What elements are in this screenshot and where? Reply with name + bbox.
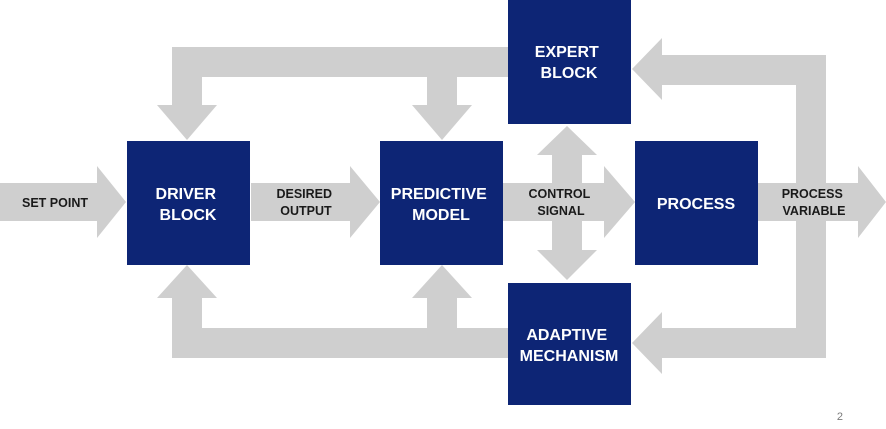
bottom-to-predictive-arrowhead xyxy=(412,265,472,298)
predictive-model-block: PREDICTIVE MODEL xyxy=(380,141,503,265)
adaptive-mechanism-block: ADAPTIVE MECHANISM xyxy=(508,283,631,405)
svg-text:DRIVER BLOCK: DRIVER BLOCK xyxy=(156,186,221,224)
top-to-predictive-stem xyxy=(427,70,457,107)
control-signal-label: CONTROL SIGNAL xyxy=(528,187,593,218)
page-number: 2 xyxy=(837,411,843,423)
desired-output-label: DESIRED OUTPUT xyxy=(276,187,335,218)
top-to-driver-stem xyxy=(172,47,202,107)
driver-block: DRIVER BLOCK xyxy=(127,141,250,265)
process-variable-label: PROCESS VARIABLE xyxy=(782,187,847,218)
top-to-driver-arrowhead xyxy=(157,105,217,140)
bottom-to-predictive-stem xyxy=(427,296,457,336)
expert-block: EXPERT BLOCK xyxy=(508,0,631,124)
set-point-arrow xyxy=(0,166,126,238)
svg-text:PREDICTIVE MODEL: PREDICTIVE MODEL xyxy=(391,186,491,224)
expert-adaptive-down-head xyxy=(537,250,597,280)
svg-text:EXPERT BLOCK: EXPERT BLOCK xyxy=(535,44,603,82)
top-feedback-bar xyxy=(172,47,510,77)
expert-adaptive-up-head xyxy=(537,126,597,155)
right-feedback-vertical xyxy=(796,55,826,358)
to-expert-arrowhead xyxy=(632,38,662,100)
expert-adaptive-shaft xyxy=(552,152,582,262)
svg-text:ADAPTIVE MECHANISM: ADAPTIVE MECHANISM xyxy=(520,327,619,365)
desired-output-arrow xyxy=(251,166,380,238)
process-block: PROCESS xyxy=(635,141,758,265)
right-feedback-bottom xyxy=(660,328,826,358)
right-feedback-top xyxy=(660,55,826,85)
to-adaptive-arrowhead xyxy=(632,312,662,374)
bottom-to-driver-stem xyxy=(172,296,202,358)
bottom-feedback-bar xyxy=(172,328,510,358)
set-point-label: SET POINT xyxy=(22,196,88,210)
svg-text:PROCESS: PROCESS xyxy=(657,196,736,213)
top-to-predictive-arrowhead xyxy=(412,105,472,140)
bottom-to-driver-arrowhead xyxy=(157,265,217,298)
